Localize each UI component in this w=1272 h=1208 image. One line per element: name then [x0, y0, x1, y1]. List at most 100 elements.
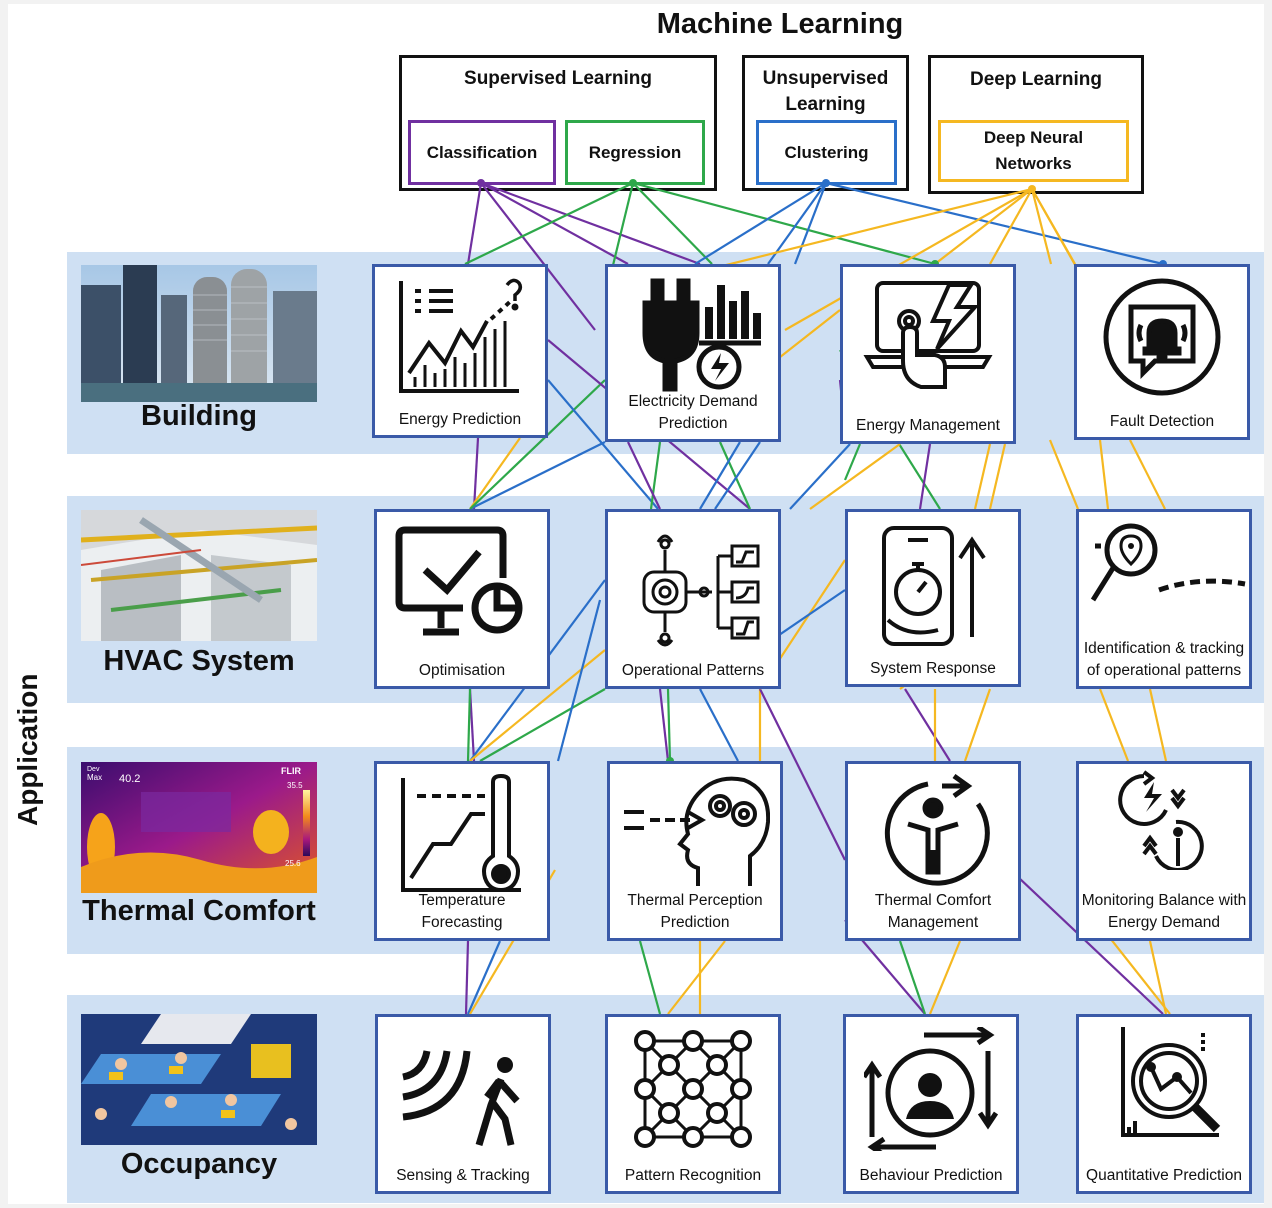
connector-line — [480, 181, 701, 266]
thermal-dev-text: Dev — [87, 766, 100, 773]
app-label: System Response — [870, 660, 996, 677]
category-building: Building — [141, 400, 257, 432]
connector-line — [694, 182, 827, 265]
connector-line — [793, 182, 828, 265]
method-classification: Classification — [408, 120, 556, 185]
connector-line — [480, 182, 596, 331]
app-label: Thermal Perception Prediction — [627, 892, 763, 931]
phone-stopwatch-icon — [848, 522, 1018, 646]
category-occupancy: Occupancy — [120, 1148, 278, 1180]
connector-line — [547, 379, 659, 510]
connector-line — [963, 688, 992, 762]
app-label: Identification & tracking of operational… — [1083, 640, 1245, 679]
connector-line — [918, 443, 932, 510]
connector-line — [667, 940, 726, 1015]
app-electricity-demand-prediction: Electricity Demand Prediction — [605, 264, 781, 442]
thermal-scale-bottom: 25.6 — [285, 859, 301, 868]
app-fault-detection: Fault Detection — [1074, 264, 1250, 440]
connector-line — [1098, 688, 1130, 762]
signal-walker-icon — [378, 1027, 548, 1147]
category-thermal-comfort: Thermal Comfort — [82, 895, 316, 927]
thermometer-chart-icon — [377, 774, 547, 894]
app-label: Sensing & Tracking — [396, 1167, 530, 1184]
app-monitoring-balance: Monitoring Balance with Energy Demand — [1076, 761, 1252, 941]
connector-line — [464, 182, 634, 265]
connector-line — [556, 599, 602, 762]
category-hvac: HVAC System — [103, 645, 295, 677]
app-label: Thermal Comfort Management — [874, 892, 992, 931]
app-operational-patterns: Operational Patterns — [605, 509, 781, 689]
app-energy-management: Energy Management — [840, 264, 1016, 444]
connector-line — [718, 441, 752, 510]
connector-line — [480, 182, 629, 265]
connector-line — [627, 441, 661, 510]
connector-line — [825, 181, 1164, 266]
app-pattern-recognition: Pattern Recognition — [605, 1014, 781, 1194]
connector-line — [666, 688, 672, 762]
diagram-title: Machine Learning — [656, 8, 904, 40]
magnifier-chart-icon — [1079, 1023, 1249, 1141]
app-label: Optimisation — [418, 662, 506, 679]
node-grid-icon — [608, 1027, 778, 1151]
connector-line — [928, 940, 962, 1015]
connector-line — [973, 443, 992, 510]
magnifier-path-icon — [1079, 520, 1249, 614]
group-title: Deep Learning — [970, 69, 1102, 90]
connector-line — [479, 688, 606, 762]
connector-junction — [629, 179, 637, 187]
app-optimisation: Optimisation — [374, 509, 550, 689]
connector-line — [472, 437, 480, 510]
connector-line — [689, 187, 1033, 276]
app-quantitative-prediction: Quantitative Prediction — [1076, 1014, 1252, 1194]
alarm-bell-icon — [1077, 277, 1247, 397]
monitor-check-icon — [377, 522, 547, 642]
app-label: Operational Patterns — [621, 662, 765, 679]
connector-line — [699, 688, 739, 762]
app-sensing-tracking: Sensing & Tracking — [375, 1014, 551, 1194]
head-gears-icon — [610, 768, 780, 892]
occupancy-photo — [81, 1014, 317, 1145]
app-label: Energy Management — [856, 417, 1000, 434]
connector-line — [934, 188, 1033, 265]
app-temperature-forecasting: Temperature Forecasting — [374, 761, 550, 941]
connector-line — [809, 443, 901, 510]
user-arrows-icon — [846, 1027, 1016, 1151]
connector-line — [1031, 188, 1079, 271]
connector-line — [1129, 439, 1166, 510]
person-cycle-icon — [848, 774, 1018, 894]
thermal-photo: Dev Max 40.2 FLIR 35.5 25.6 — [81, 762, 317, 893]
connector-line — [767, 182, 827, 265]
connector-line — [658, 688, 670, 762]
thermal-max-value: 40.2 — [119, 773, 140, 785]
connector-line — [904, 688, 951, 762]
app-energy-prediction: Energy Prediction — [372, 264, 548, 438]
connector-line — [466, 688, 472, 762]
app-label: Quantitative Prediction — [1086, 1167, 1242, 1184]
connector-line — [843, 443, 862, 481]
connector-line — [898, 940, 927, 1015]
app-behaviour-prediction: Behaviour Prediction — [843, 1014, 1019, 1194]
connector-line — [789, 443, 851, 510]
connector-line — [1098, 439, 1110, 510]
connector-line — [469, 379, 606, 510]
connector-line — [466, 940, 502, 1015]
thermal-brand: FLIR — [281, 766, 301, 776]
connector-line — [989, 188, 1033, 265]
app-thermal-comfort-management: Thermal Comfort Management — [845, 761, 1021, 941]
connector-line — [466, 182, 483, 265]
building-photo — [81, 265, 317, 402]
app-label: Monitoring Balance with Energy Demand — [1081, 892, 1247, 931]
connector-line — [988, 443, 1007, 510]
group-title: Supervised Learning — [464, 68, 652, 89]
app-label: Energy Prediction — [398, 411, 522, 428]
app-label: Behaviour Prediction — [859, 1167, 1003, 1184]
thermal-max-text: Max — [87, 773, 102, 782]
plug-bars-icon — [608, 277, 778, 395]
connector-line — [1048, 439, 1080, 510]
app-label: Electricity Demand Prediction — [628, 393, 758, 432]
connector-line — [464, 940, 470, 1015]
laptop-touch-icon — [843, 277, 1013, 393]
connector-line — [1148, 940, 1168, 1015]
connector-line — [759, 688, 846, 861]
hvac-photo — [81, 510, 317, 641]
